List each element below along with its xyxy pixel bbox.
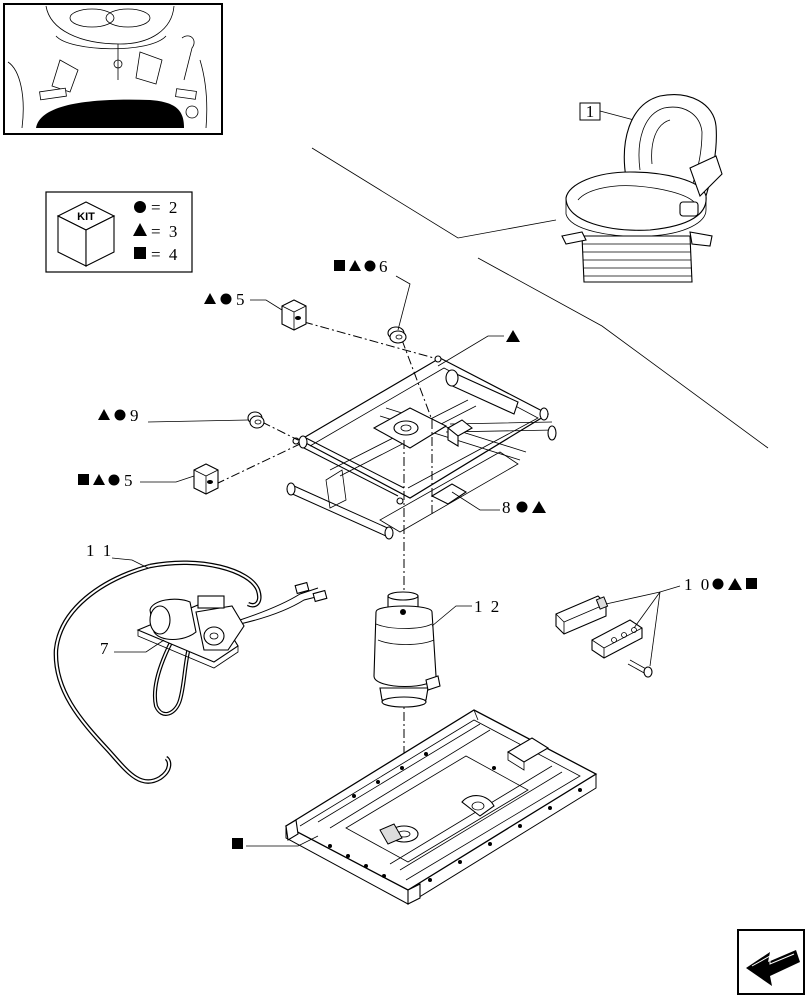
part-5-block-top (281, 299, 307, 331)
callout-11: 1 1 (86, 541, 113, 560)
seat-illustration: 1 (561, 94, 723, 283)
seat-callout: 1 (586, 102, 595, 121)
kit-square-qty: = 4 (151, 245, 179, 264)
triangle-symbol-icon (93, 474, 105, 485)
kit-circle-qty: = 2 (151, 198, 179, 217)
callout-12: 1 2 (474, 597, 501, 616)
part-5-block-bottom (193, 463, 219, 495)
circle-symbol-icon (114, 409, 126, 421)
callout-10: 1 0 (684, 575, 711, 594)
triangle-symbol-icon (133, 223, 147, 236)
circle-symbol-icon (364, 260, 376, 272)
square-symbol-icon (334, 260, 345, 271)
circle-symbol-icon (220, 293, 232, 305)
square-symbol-icon (232, 838, 243, 849)
callout-7: 7 (100, 639, 111, 658)
square-symbol-icon (746, 578, 757, 589)
location-guide-lines (311, 147, 769, 449)
kit-legend: KIT = 2 = 3 = 4 (45, 191, 193, 273)
part-10-switch-kit (555, 595, 653, 678)
air-spring (373, 591, 441, 708)
part-6-spacer (387, 326, 407, 344)
kit-cube-icon: KIT (56, 201, 116, 267)
callout-8: 8 (502, 498, 513, 517)
seat-base-rail (284, 709, 598, 905)
triangle-symbol-icon (728, 578, 742, 590)
circle-symbol-icon (516, 501, 528, 513)
kit-triangle-qty: = 3 (151, 222, 179, 241)
circle-symbol-icon (134, 201, 146, 213)
triangle-symbol-icon (204, 293, 216, 304)
cab-thumbnail (3, 3, 223, 135)
callout-9: 9 (130, 406, 141, 425)
previous-page-arrow-icon[interactable] (737, 929, 805, 995)
callout-6: 6 (379, 257, 390, 276)
callouts: 6 5 9 5 8 1 1 7 1 2 (78, 257, 757, 849)
suspension-frame (286, 355, 557, 540)
callout-5-bottom: 5 (124, 471, 135, 490)
part-9-bushing (247, 411, 265, 429)
triangle-symbol-icon (98, 409, 110, 420)
triangle-symbol-icon (349, 260, 361, 271)
triangle-symbol-icon (532, 501, 546, 513)
callout-5-top: 5 (236, 290, 247, 309)
square-symbol-icon (78, 474, 89, 485)
rail-holes (328, 752, 582, 882)
compressor-assembly (53, 560, 328, 784)
circle-symbol-icon (108, 474, 120, 486)
circle-symbol-icon (712, 578, 724, 590)
square-symbol-icon (134, 247, 146, 259)
kit-title: KIT (77, 211, 95, 223)
triangle-symbol-icon (506, 330, 520, 342)
